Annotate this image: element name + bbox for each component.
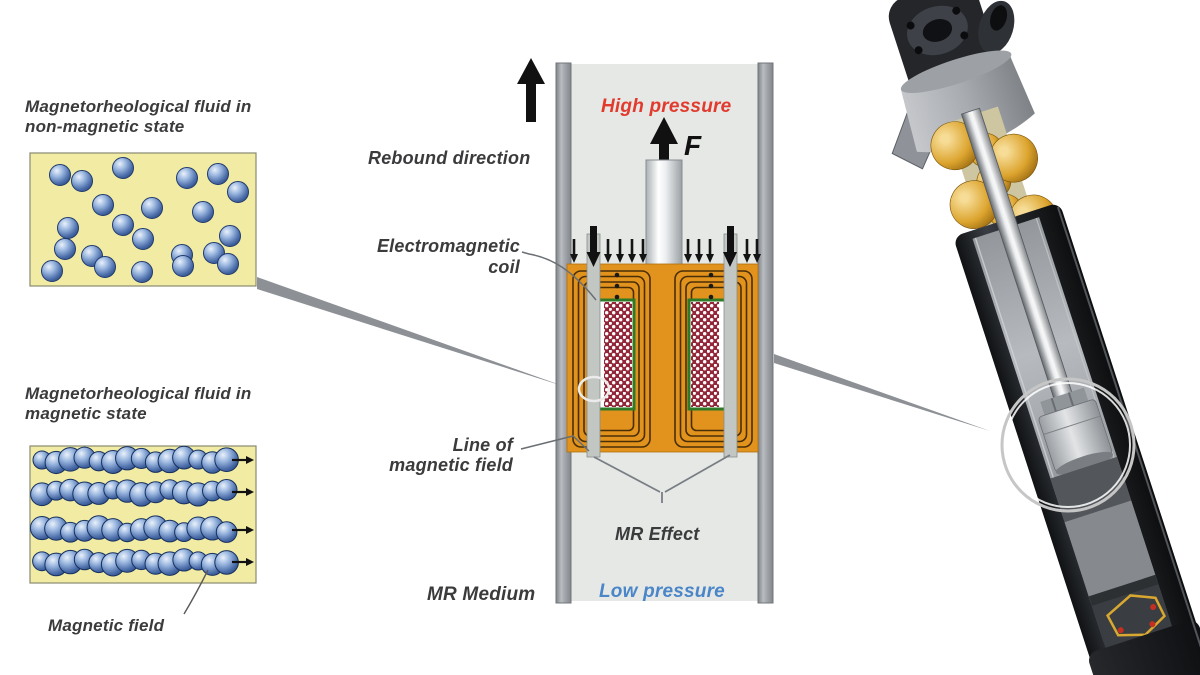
- force-symbol: F: [684, 130, 702, 161]
- electromagnetic-coil-label-line1: Electromagnetic: [377, 236, 520, 256]
- base-valve-markers: [1117, 604, 1157, 634]
- force-up-arrow-icon: [650, 117, 678, 166]
- flow-down-arrow-left-icon: [586, 226, 601, 267]
- flow-down-arrow-right-icon: [723, 226, 737, 267]
- line-of-magnetic-field-label-line2: magnetic field: [389, 455, 514, 475]
- piston-assembly: [1038, 387, 1113, 475]
- flow-channel-right: [723, 233, 738, 458]
- electromagnetic-coil-label-line2: coil: [488, 257, 521, 277]
- coil-highlight-ellipse: [577, 375, 611, 403]
- damper-cross-section: Rebound direction High pressure F: [368, 58, 774, 605]
- magnetic-title-line1: Magnetorheological fluid in: [25, 384, 251, 403]
- piston-shadow: [1050, 456, 1132, 523]
- nonmagnetic-title-line2: non-magnetic state: [25, 117, 184, 136]
- field-line-leader: [520, 435, 590, 452]
- callout-wedge-coil-to-damper: [774, 354, 990, 431]
- pressure-down-arrows-icon: [570, 239, 761, 263]
- collar-top: [900, 50, 1012, 93]
- cylinder-wall-right: [757, 62, 774, 604]
- mr-medium-label: MR Medium: [427, 584, 535, 605]
- callout-wedge-fluid-to-coil: [257, 277, 566, 387]
- rebound-up-arrow-icon: [517, 58, 545, 122]
- mount-bolt-holes: [906, 6, 969, 55]
- piston-highlight-circle-inner: [1005, 382, 1131, 508]
- flow-channel-left: [586, 233, 601, 458]
- mr-effect-label: MR Effect: [615, 524, 700, 544]
- piston-highlight-circle: [1000, 377, 1136, 513]
- mr-effect-pointer-lines: [593, 454, 731, 503]
- bottom-cap: [1088, 620, 1200, 675]
- high-pressure-label: High pressure: [601, 96, 732, 117]
- field-line-dots: [614, 272, 714, 300]
- line-of-magnetic-field-label-line1: Line of: [453, 435, 515, 455]
- piston-rod: [645, 159, 683, 267]
- base-valve-wireframe: [1105, 594, 1167, 637]
- coil-leader-line: [521, 251, 597, 301]
- magnetic-title-line2: magnetic state: [25, 404, 147, 423]
- bushing-hole: [990, 5, 1008, 31]
- fluid-state-panel: Magnetorheological fluid in non-magnetic…: [25, 97, 257, 635]
- magnetic-field-label: Magnetic field: [48, 616, 165, 635]
- magnetic-field-leader-line: [183, 569, 209, 615]
- fluid-particle-chains: [29, 445, 254, 577]
- rebound-direction-label: Rebound direction: [368, 148, 530, 168]
- fluid-particles-random: [41, 157, 249, 283]
- mount-ring-hole: [922, 19, 953, 42]
- coil-winding-cross-section-right: [691, 302, 719, 407]
- lower-chamber: [1064, 500, 1158, 603]
- low-pressure-label: Low pressure: [599, 581, 725, 602]
- nonmagnetic-title-line1: Magnetorheological fluid in: [25, 97, 251, 116]
- mr-damper-3d-cutaway: [888, 0, 1200, 675]
